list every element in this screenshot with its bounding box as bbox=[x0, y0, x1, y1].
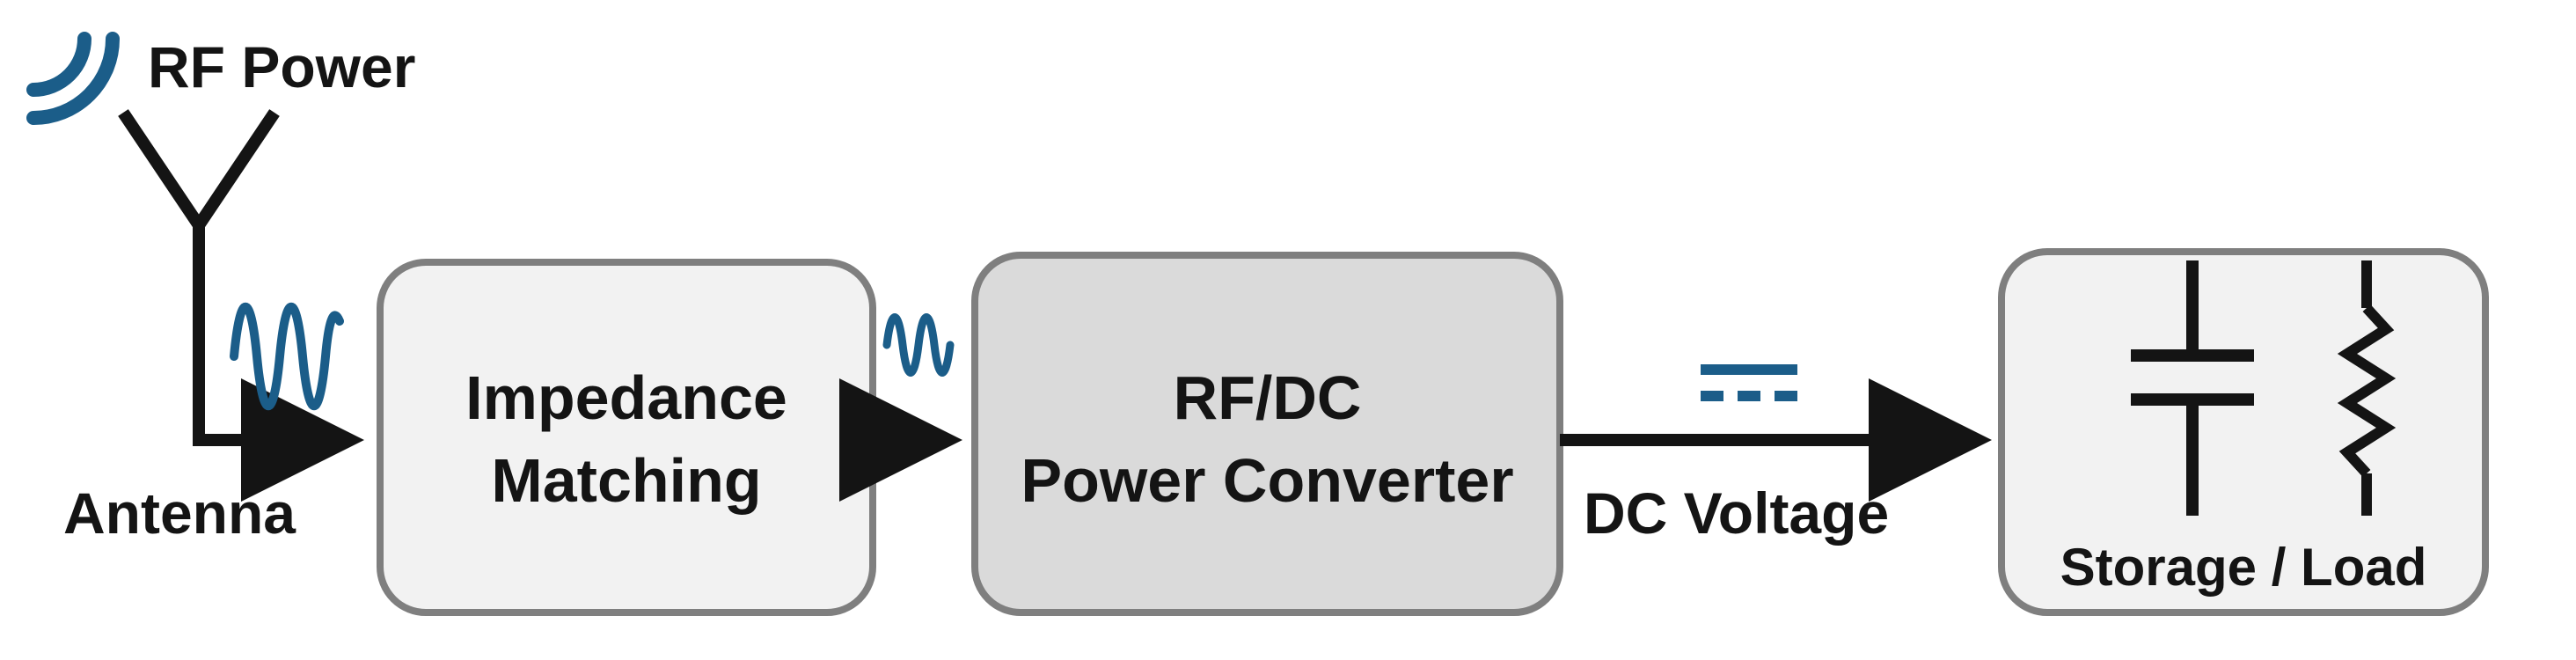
antenna-icon bbox=[118, 109, 280, 440]
sine-wave-small-icon bbox=[882, 313, 955, 377]
rf-dc-converter-line1: RF/DC bbox=[1173, 363, 1362, 432]
radio-wave-icon bbox=[26, 32, 120, 125]
antenna-label: Antenna bbox=[63, 480, 296, 546]
capacitor-icon bbox=[2131, 260, 2254, 516]
impedance-matching-line2: Matching bbox=[491, 446, 762, 515]
storage-load-label: Storage / Load bbox=[2060, 538, 2427, 597]
rf-dc-converter-line2: Power Converter bbox=[1021, 446, 1514, 515]
impedance-matching-label: Impedance Matching bbox=[380, 356, 873, 522]
impedance-matching-line1: Impedance bbox=[465, 363, 787, 432]
rf-dc-converter-label: RF/DC Power Converter bbox=[975, 356, 1560, 522]
resistor-icon bbox=[2337, 260, 2397, 516]
rf-power-label: RF Power bbox=[148, 34, 416, 99]
dc-voltage-label: DC Voltage bbox=[1584, 480, 1890, 546]
sine-wave-icon bbox=[230, 303, 344, 410]
dc-symbol-icon bbox=[1701, 364, 1797, 401]
